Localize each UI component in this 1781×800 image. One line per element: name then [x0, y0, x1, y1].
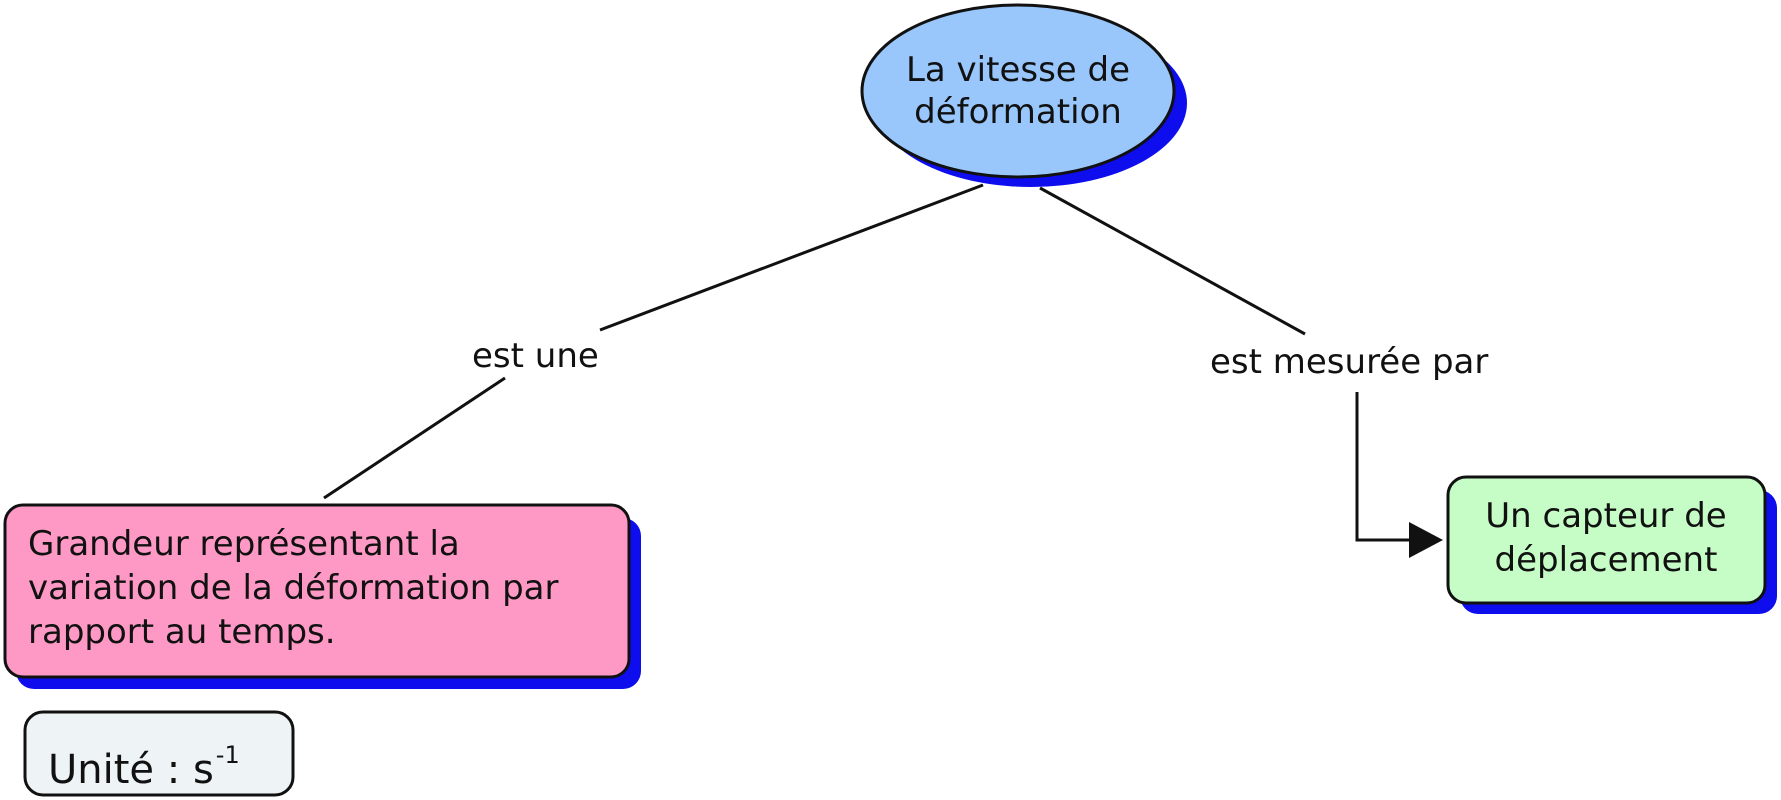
definition-node-label-line-2: variation de la déformation par: [28, 568, 559, 608]
link-label-est-une: est une: [472, 336, 599, 376]
link-label-est-mesuree-par: est mesurée par: [1210, 342, 1489, 382]
connector-est-une-to-definition: [323, 376, 506, 500]
connector-root-to-est-une: [599, 183, 984, 332]
measure-node-label-line-2: déplacement: [1494, 540, 1718, 580]
root-node[interactable]: [860, 3, 1176, 179]
unit-node-text: Unité : s: [48, 747, 214, 793]
connector-root-to-est-mesuree-par: [1039, 186, 1306, 336]
measure-node[interactable]: [1446, 475, 1767, 605]
unit-node-exponent: -1: [215, 741, 240, 769]
root-node-label-line-2: déformation: [914, 92, 1122, 132]
definition-node-label-line-3: rapport au temps.: [28, 612, 336, 652]
definition-node[interactable]: [3, 503, 631, 679]
unit-node-label: Unité : s-1: [48, 730, 240, 795]
connector-est-mesuree-par-to-measure: [1355, 392, 1412, 542]
measure-node-label-line-1: Un capteur de: [1485, 496, 1727, 536]
root-node-label-line-1: La vitesse de: [905, 50, 1131, 90]
arrowhead-icon: [1409, 522, 1443, 558]
unit-node[interactable]: [23, 710, 295, 797]
definition-node-label-line-1: Grandeur représentant la: [28, 524, 460, 564]
